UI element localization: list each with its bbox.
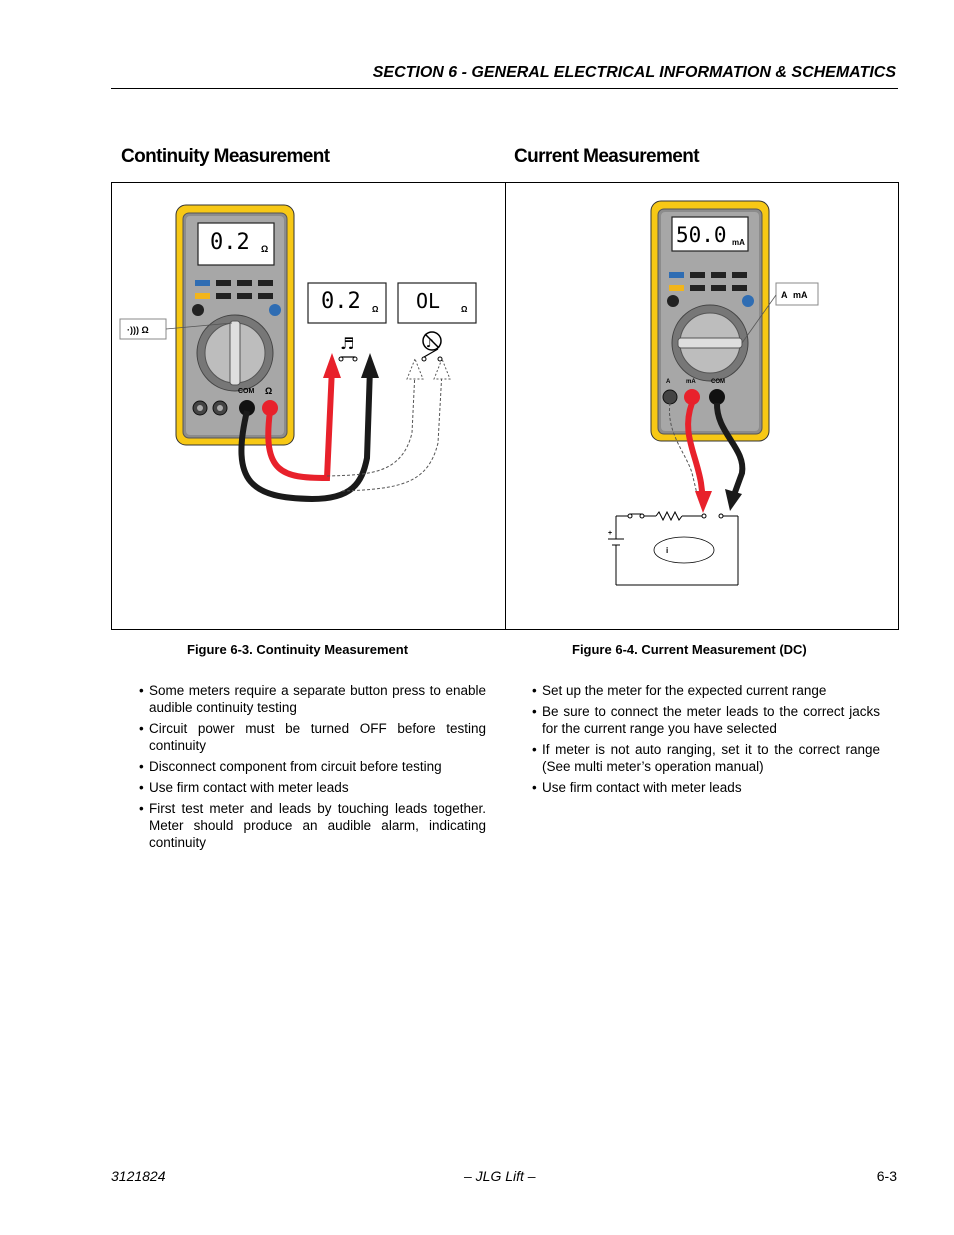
figure-6-4-caption: Figure 6-4. Current Measurement (DC): [572, 642, 807, 657]
open-switch-value: OL: [416, 289, 440, 313]
range-callout: [775, 282, 819, 306]
meter-com-label: COM: [238, 388, 255, 395]
list-item: Disconnect component from circuit before…: [139, 758, 486, 775]
list-item: First test meter and leads by touching l…: [139, 800, 486, 851]
footer-center: – JLG Lift –: [464, 1168, 536, 1184]
meter-display: [671, 216, 749, 252]
current-loop: [653, 536, 715, 564]
dashed-lead-2: [341, 370, 443, 492]
jack-com-label: COM: [711, 379, 725, 385]
list-item: If meter is not auto ranging, set it to …: [532, 741, 880, 775]
open-switch-icon: [421, 348, 443, 362]
open-switch-unit: Ω: [461, 305, 468, 314]
figure-frame: 0.2 Ω COM Ω ·))) Ω: [111, 182, 899, 630]
battery-plus: +: [608, 530, 612, 537]
dial-callout-label: ·))) Ω: [127, 325, 149, 335]
list-item: Circuit power must be turned OFF before …: [139, 720, 486, 754]
list-item: Set up the meter for the expected curren…: [532, 682, 880, 699]
dashed-lead-1: [326, 370, 416, 477]
callout-ma-label: mA: [793, 290, 808, 300]
jack-a-label: A: [666, 379, 671, 385]
meter-display: [197, 222, 275, 266]
closed-switch-unit: Ω: [372, 305, 379, 314]
black-lead: [238, 367, 373, 503]
black-lead: [713, 402, 746, 497]
dc-circuit: [608, 510, 739, 586]
continuity-figure: 0.2 Ω COM Ω ·))) Ω: [119, 204, 477, 503]
svg-text:♪: ♪: [426, 336, 434, 350]
header-rule: [111, 88, 898, 89]
list-item: Use firm contact with meter leads: [532, 779, 880, 796]
continuity-heading: Continuity Measurement: [121, 146, 330, 167]
footer-page-number: 6-3: [876, 1168, 897, 1184]
meter-display-value: 0.2: [210, 230, 250, 255]
closed-switch-value: 0.2: [321, 289, 361, 314]
current-bullets: Set up the meter for the expected curren…: [532, 682, 880, 800]
red-lead: [265, 367, 335, 482]
current-heading: Current Measurement: [514, 146, 700, 167]
meter-display-unit: mA: [732, 238, 745, 247]
meter-display-value: 50.0: [676, 223, 727, 247]
red-lead: [685, 401, 706, 500]
closed-switch-display: [307, 282, 387, 324]
figure-6-3-caption: Figure 6-3. Continuity Measurement: [187, 642, 409, 657]
list-item: Use firm contact with meter leads: [139, 779, 486, 796]
figure-divider: [505, 183, 506, 629]
jack-ma-label: mA: [686, 379, 696, 385]
callout-a-label: A: [781, 290, 788, 300]
open-switch-display: [397, 282, 477, 324]
footer-doc-number: 3121824: [111, 1168, 166, 1184]
list-item: Some meters require a separate button pr…: [139, 682, 486, 716]
closed-switch-icon: [338, 356, 358, 362]
continuity-bullets: Some meters require a separate button pr…: [139, 682, 486, 855]
meter-display-unit: Ω: [261, 244, 268, 254]
svg-text:♬: ♬: [340, 334, 354, 353]
meter-ohm-label: Ω: [265, 386, 272, 396]
audible-tone-icon: ♬: [340, 334, 354, 353]
page-header-title: SECTION 6 - GENERAL ELECTRICAL INFORMATI…: [372, 64, 896, 81]
current-figure: 50.0 mA A mA A mA COM: [608, 200, 819, 586]
list-item: Be sure to connect the meter leads to th…: [532, 703, 880, 737]
no-tone-icon: ♪: [422, 331, 442, 351]
current-label: i: [666, 546, 668, 555]
